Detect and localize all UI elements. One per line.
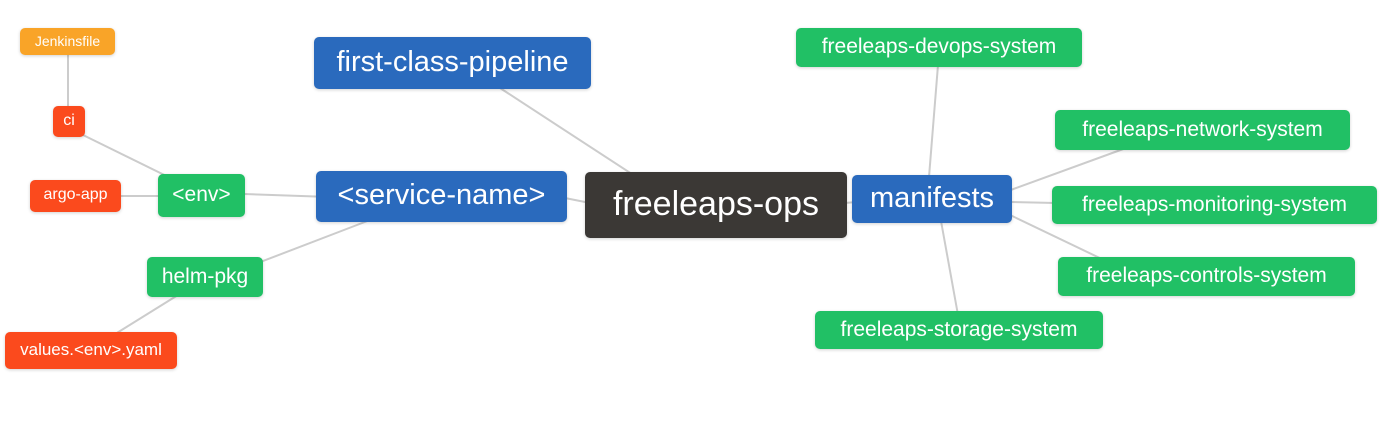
edge-helm-pkg-to-values-env-yaml <box>111 294 179 337</box>
mindmap-node-freeleaps-storage-system[interactable]: freeleaps-storage-system <box>815 311 1103 349</box>
edge-manifests-to-freeleaps-storage-system <box>940 220 959 316</box>
edge-env-to-service-name <box>243 193 331 198</box>
node-label: helm-pkg <box>161 264 249 288</box>
node-label: Jenkinsfile <box>34 32 101 49</box>
node-label: freeleaps-controls-system <box>1086 264 1327 287</box>
mindmap-node-service-name[interactable]: <service-name> <box>316 171 567 222</box>
node-label: values.<env>.yaml <box>20 340 162 359</box>
node-label: argo-app <box>43 186 108 203</box>
edge-service-name-to-helm-pkg <box>249 219 371 267</box>
mindmap-node-ci[interactable]: ci <box>53 106 85 137</box>
node-label: freeleaps-devops-system <box>821 35 1057 58</box>
edge-manifests-to-freeleaps-controls-system <box>1007 213 1107 262</box>
node-label: <service-name> <box>337 179 546 211</box>
node-label: freeleaps-storage-system <box>840 317 1078 341</box>
edge-manifests-to-freeleaps-devops-system <box>928 64 939 178</box>
mindmap-node-helm-pkg[interactable]: helm-pkg <box>147 257 263 297</box>
node-label: freeleaps-monitoring-system <box>1082 192 1347 216</box>
node-label: ci <box>63 111 75 129</box>
node-label: first-class-pipeline <box>336 45 569 78</box>
edge-manifests-to-freeleaps-monitoring-system <box>1009 201 1057 204</box>
node-label: freeleaps-network-system <box>1082 117 1323 141</box>
mindmap-node-argo-app[interactable]: argo-app <box>30 180 121 212</box>
mindmap-node-freeleaps-ops[interactable]: freeleaps-ops <box>585 172 847 238</box>
mindmap-node-freeleaps-devops-system[interactable]: freeleaps-devops-system <box>796 28 1082 67</box>
node-label: manifests <box>869 181 995 214</box>
node-label: <env> <box>172 183 231 206</box>
mindmap-node-jenkinsfile[interactable]: Jenkinsfile <box>20 28 115 55</box>
edge-first-class-pipeline-to-freeleaps-ops <box>499 87 642 181</box>
mindmap-node-first-class-pipeline[interactable]: first-class-pipeline <box>314 37 591 89</box>
mindmap-node-values-env-yaml[interactable]: values.<env>.yaml <box>5 332 177 369</box>
node-label: freeleaps-ops <box>612 185 819 223</box>
edge-manifests-to-freeleaps-network-system <box>1007 147 1127 192</box>
mindmap-node-freeleaps-controls-system[interactable]: freeleaps-controls-system <box>1058 257 1355 296</box>
mindmap-node-freeleaps-network-system[interactable]: freeleaps-network-system <box>1055 110 1350 150</box>
mindmap-node-env[interactable]: <env> <box>158 174 245 217</box>
mindmap-node-freeleaps-monitoring-system[interactable]: freeleaps-monitoring-system <box>1052 186 1377 224</box>
mindmap-node-manifests[interactable]: manifests <box>852 175 1012 223</box>
